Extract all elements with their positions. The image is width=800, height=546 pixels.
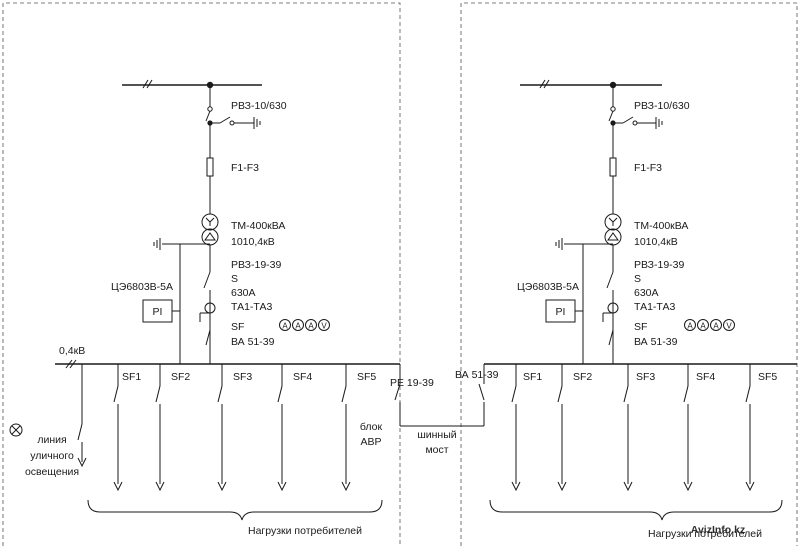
feeder-label: SF5	[758, 371, 777, 383]
breaker-current-label: 630А	[634, 287, 659, 299]
feeder-label: SF2	[573, 371, 592, 383]
avr-label: АВР	[360, 436, 381, 448]
meter-symbol: A	[687, 322, 693, 331]
transformer-power-label: ТМ-400кВА	[634, 220, 688, 232]
loads-label: Нагрузки потребителей	[248, 525, 362, 537]
bridge-label: мост	[425, 444, 448, 456]
disconnector-label: РВЗ-10/630	[231, 100, 287, 112]
bridge-label: шинный	[417, 429, 456, 441]
meter-symbol: A	[713, 322, 719, 331]
street-light-label: уличного	[30, 450, 74, 462]
feeder-label: SF1	[523, 371, 542, 383]
fuse-label: F1-F3	[231, 162, 259, 174]
breaker-s-label: S	[634, 273, 641, 285]
loads-label: Нагрузки потребителей	[648, 528, 762, 540]
breaker-s-label: S	[231, 273, 238, 285]
meter-symbol: A	[308, 322, 314, 331]
street-light-label: освещения	[25, 466, 79, 478]
meter-symbol: V	[321, 322, 327, 331]
feeder-label: SF4	[293, 371, 312, 383]
right-section	[484, 79, 797, 521]
center-section	[394, 364, 485, 427]
sf-label: SF	[634, 321, 647, 333]
bus-voltage-label: 0,4кВ	[59, 345, 85, 357]
watermark: AvizInfo.kz	[691, 524, 745, 536]
ct-label: ТА1-ТА3	[231, 301, 272, 313]
re-label: РЕ 19-39	[390, 377, 434, 389]
meter-label: ЦЭ6803В-5А	[517, 281, 579, 293]
transformer-power-label: ТМ-400кВА	[231, 220, 285, 232]
feeder-label: SF2	[171, 371, 190, 383]
sf-model-label: ВА 51-39	[231, 336, 275, 348]
sf-label: SF	[231, 321, 244, 333]
disconnector-label: РВЗ-10/630	[634, 100, 690, 112]
center-labels: РЕ 19-39 ВА 51-39 блок АВР шинный мост	[360, 369, 499, 456]
sf-model-label: ВА 51-39	[634, 336, 678, 348]
breaker-model-label: РВЗ-19-39	[231, 259, 282, 271]
feeder-label: SF1	[122, 371, 141, 383]
va-label: ВА 51-39	[455, 369, 499, 381]
transformer-voltage-label: 1010,4кВ	[634, 236, 678, 248]
breaker-model-label: РВЗ-19-39	[634, 259, 685, 271]
meters-left: A A A V	[279, 319, 330, 331]
feeder-label: SF5	[357, 371, 376, 383]
avr-label: блок	[360, 421, 383, 433]
meter-symbol: A	[282, 322, 288, 331]
meters-right: A A A V	[684, 319, 735, 331]
transformer-voltage-label: 1010,4кВ	[231, 236, 275, 248]
meter-label: ЦЭ6803В-5А	[111, 281, 173, 293]
left-section	[9, 79, 400, 521]
street-light-label: линия	[37, 434, 66, 446]
meter-symbol: A	[700, 322, 706, 331]
right-labels: РВЗ-10/630 F1-F3 ТМ-400кВА 1010,4кВ РВЗ-…	[517, 100, 777, 540]
meter-box-label: PI	[153, 306, 163, 318]
breaker-current-label: 630А	[231, 287, 256, 299]
meter-symbol: V	[726, 322, 732, 331]
feeder-label: SF3	[233, 371, 252, 383]
left-labels: РВЗ-10/630 F1-F3 ТМ-400кВА 1010,4кВ РВЗ-…	[25, 100, 376, 537]
meter-box-label: PI	[556, 306, 566, 318]
feeder-label: SF3	[636, 371, 655, 383]
feeder-label: SF4	[696, 371, 715, 383]
meter-symbol: A	[295, 322, 301, 331]
ct-label: ТА1-ТА3	[634, 301, 675, 313]
fuse-label: F1-F3	[634, 162, 662, 174]
